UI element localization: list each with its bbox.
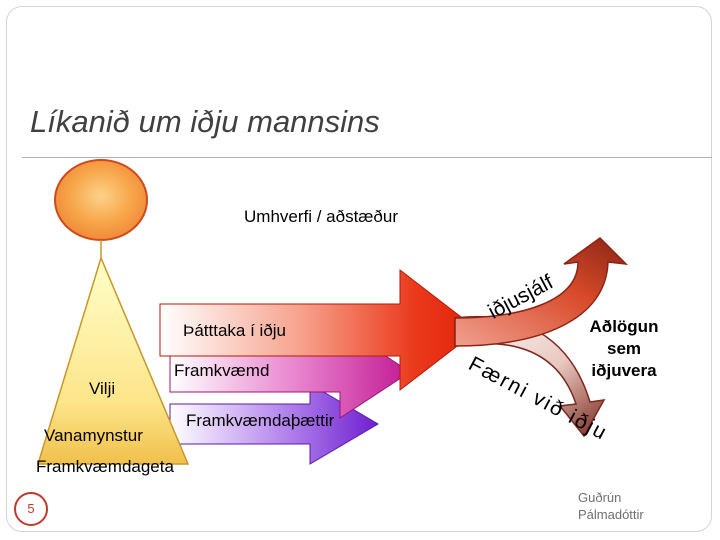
author-line-2: Pálmadóttir <box>578 506 644 523</box>
performance-label: Framkvæmd <box>174 361 269 381</box>
environment-label: Umhverfi / aðstæður <box>244 207 398 227</box>
adaptation-label: Aðlögun sem iðjuvera <box>578 316 670 382</box>
author-line-1: Guðrún <box>578 489 644 506</box>
page-number-badge: 5 <box>14 492 48 526</box>
author-credit: Guðrún Pálmadóttir <box>578 489 644 523</box>
environment-circle <box>55 160 147 240</box>
adaptation-line-3: iðjuvera <box>578 360 670 382</box>
adaptation-line-1: Aðlögun <box>578 316 670 338</box>
performance-components-label: Framkvæmdaþættir <box>186 411 334 431</box>
volition-label: Vilji <box>89 379 115 399</box>
participation-label: Þátttaka í iðju <box>183 321 286 341</box>
habituation-label: Vanamynstur <box>44 426 143 446</box>
performance-capacity-label: Framkvæmdageta <box>36 457 174 477</box>
adaptation-line-2: sem <box>578 338 670 360</box>
